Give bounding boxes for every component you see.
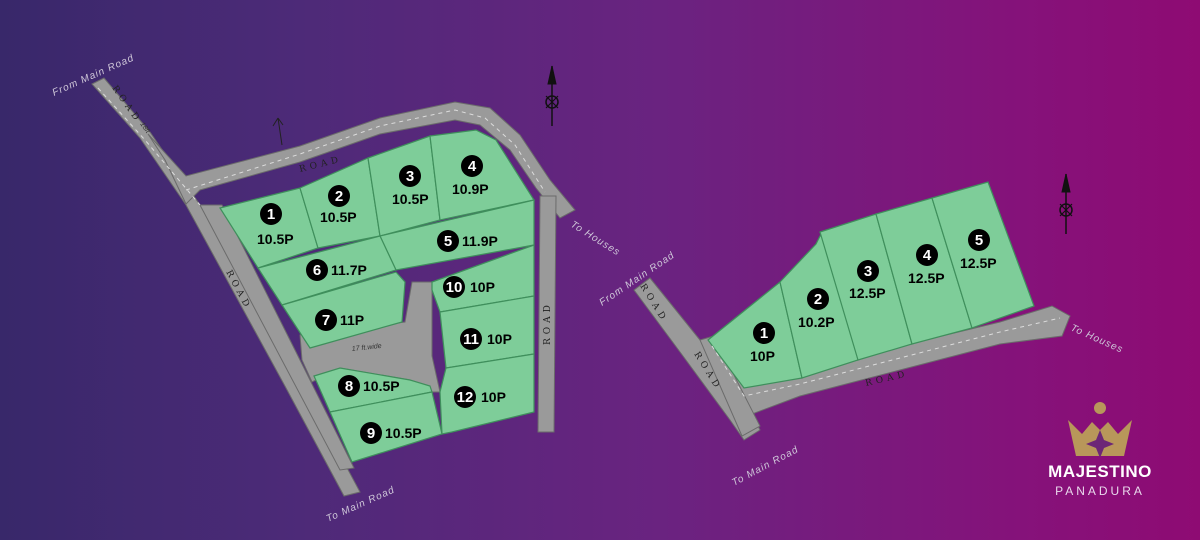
site-a-plot-10-number: 10 bbox=[446, 279, 463, 296]
site-b-plot-labels: 1 10P 2 10.2P 3 12.5P 4 12.5P 5 12.5P bbox=[750, 229, 997, 364]
site-b: ROAD ROAD ROAD From Main Road To Main Ro… bbox=[598, 181, 1125, 489]
site-a-plot-11-number: 11 bbox=[463, 331, 479, 348]
site-a-inner-road-width: 17 ft.wide bbox=[351, 343, 382, 353]
site-b-plot-4-number: 4 bbox=[923, 247, 932, 264]
site-b-to-main-road: To Main Road bbox=[730, 444, 800, 488]
site-a-plot-1-number: 1 bbox=[267, 206, 275, 223]
site-a-right-road-label: ROAD bbox=[543, 301, 553, 345]
site-a-plot-8-number: 8 bbox=[345, 378, 353, 395]
site-a-plot-7[interactable] bbox=[281, 271, 406, 349]
site-a-plot-9-number: 9 bbox=[367, 425, 375, 442]
site-b-plot-3-size: 12.5P bbox=[849, 285, 886, 301]
site-a-plot-2-badge bbox=[328, 185, 350, 207]
site-a-plot-6-badge bbox=[306, 259, 328, 281]
site-a-left-road bbox=[91, 77, 361, 497]
site-a-plot-1-size: 10.5P bbox=[257, 231, 294, 247]
north-arrow-icon bbox=[545, 65, 559, 126]
site-a-inner-road bbox=[299, 281, 441, 393]
site-a-plot-3-number: 3 bbox=[406, 168, 414, 185]
site-a-plot-10-size: 10P bbox=[470, 279, 495, 295]
brand-block: MAJESTINO PANADURA bbox=[1040, 400, 1160, 498]
site-a-plot-6-number: 6 bbox=[313, 262, 321, 279]
site-a-plot-5-size: 11.9P bbox=[462, 233, 498, 249]
site-b-plot-5-badge bbox=[968, 229, 990, 251]
site-a-bottom-road bbox=[199, 204, 355, 471]
site-b-plot-1-number: 1 bbox=[760, 325, 768, 342]
north-arrow-icon-b bbox=[1059, 173, 1073, 234]
site-a-plot-7-size: 11P bbox=[340, 312, 364, 328]
site-a-plot-12-number: 12 bbox=[457, 389, 474, 406]
site-b-plot-1-badge bbox=[753, 322, 775, 344]
site-b-plot-2-size: 10.2P bbox=[798, 314, 835, 330]
site-a-to-main-road: To Main Road bbox=[325, 485, 397, 525]
site-b-bottom-road bbox=[699, 335, 761, 437]
site-a-to-houses: To Houses bbox=[568, 219, 622, 258]
site-a-plot-3-badge bbox=[399, 165, 421, 187]
brand-name: MAJESTINO bbox=[1048, 462, 1152, 481]
site-a-plot-4-number: 4 bbox=[468, 158, 477, 175]
site-a-plot-12-badge bbox=[454, 386, 476, 408]
site-b-plot-2-badge bbox=[807, 288, 829, 310]
site-a-plot-9-badge bbox=[360, 422, 382, 444]
site-a: ROAD ROAD ROAD ROAD 17 ft.wide 18ft From… bbox=[51, 53, 622, 525]
site-a-plot-12[interactable] bbox=[439, 353, 535, 435]
site-a-plot-7-badge bbox=[315, 309, 337, 331]
site-a-plot-10-badge bbox=[443, 276, 465, 298]
site-b-plot-5-number: 5 bbox=[975, 232, 983, 249]
site-a-plot-2-number: 2 bbox=[335, 188, 343, 205]
site-a-plot-11-size: 10P bbox=[487, 331, 512, 347]
site-a-plot-7-number: 7 bbox=[322, 312, 330, 329]
site-a-arrow-icon bbox=[272, 117, 284, 146]
site-a-right-road bbox=[537, 195, 557, 433]
site-b-plot-3-number: 3 bbox=[864, 263, 872, 280]
site-b-plot-3-badge bbox=[857, 260, 879, 282]
site-a-plot-4-badge bbox=[461, 155, 483, 177]
crown-logo-icon bbox=[1068, 402, 1132, 458]
site-a-plot-11-badge bbox=[460, 328, 482, 350]
site-b-plot-1-size: 10P bbox=[750, 348, 775, 364]
site-a-plot-labels: 1 10.5P 2 10.5P 3 10.5P 4 10.9P 5 11.9P 6 11.7P 7 11P… bbox=[257, 155, 512, 444]
site-b-plot-5-size: 12.5P bbox=[960, 255, 997, 271]
site-b-plot-2-number: 2 bbox=[814, 291, 822, 308]
site-a-plot-9-size: 10.5P bbox=[385, 425, 422, 441]
site-a-plot-6-size: 11.7P bbox=[331, 262, 367, 278]
site-a-plot-2-size: 10.5P bbox=[320, 209, 357, 225]
site-a-plot-3[interactable] bbox=[367, 135, 441, 237]
site-a-plot-4[interactable] bbox=[429, 129, 535, 221]
site-a-plot-8-badge bbox=[338, 375, 360, 397]
site-b-plot-4-size: 12.5P bbox=[908, 270, 945, 286]
site-b-plot-4-badge bbox=[916, 244, 938, 266]
site-a-plot-3-size: 10.5P bbox=[392, 191, 429, 207]
site-a-plot-1-badge bbox=[260, 203, 282, 225]
site-a-plot-8-size: 10.5P bbox=[363, 378, 400, 394]
brand-location: PANADURA bbox=[1055, 484, 1145, 498]
site-a-plot-12-size: 10P bbox=[481, 389, 506, 405]
site-b-to-houses: To Houses bbox=[1069, 323, 1125, 356]
site-a-plot-5-number: 5 bbox=[444, 233, 452, 250]
site-a-plot-5-badge bbox=[437, 230, 459, 252]
site-a-plot-4-size: 10.9P bbox=[452, 181, 489, 197]
site-b-plot-5[interactable] bbox=[931, 181, 1035, 329]
